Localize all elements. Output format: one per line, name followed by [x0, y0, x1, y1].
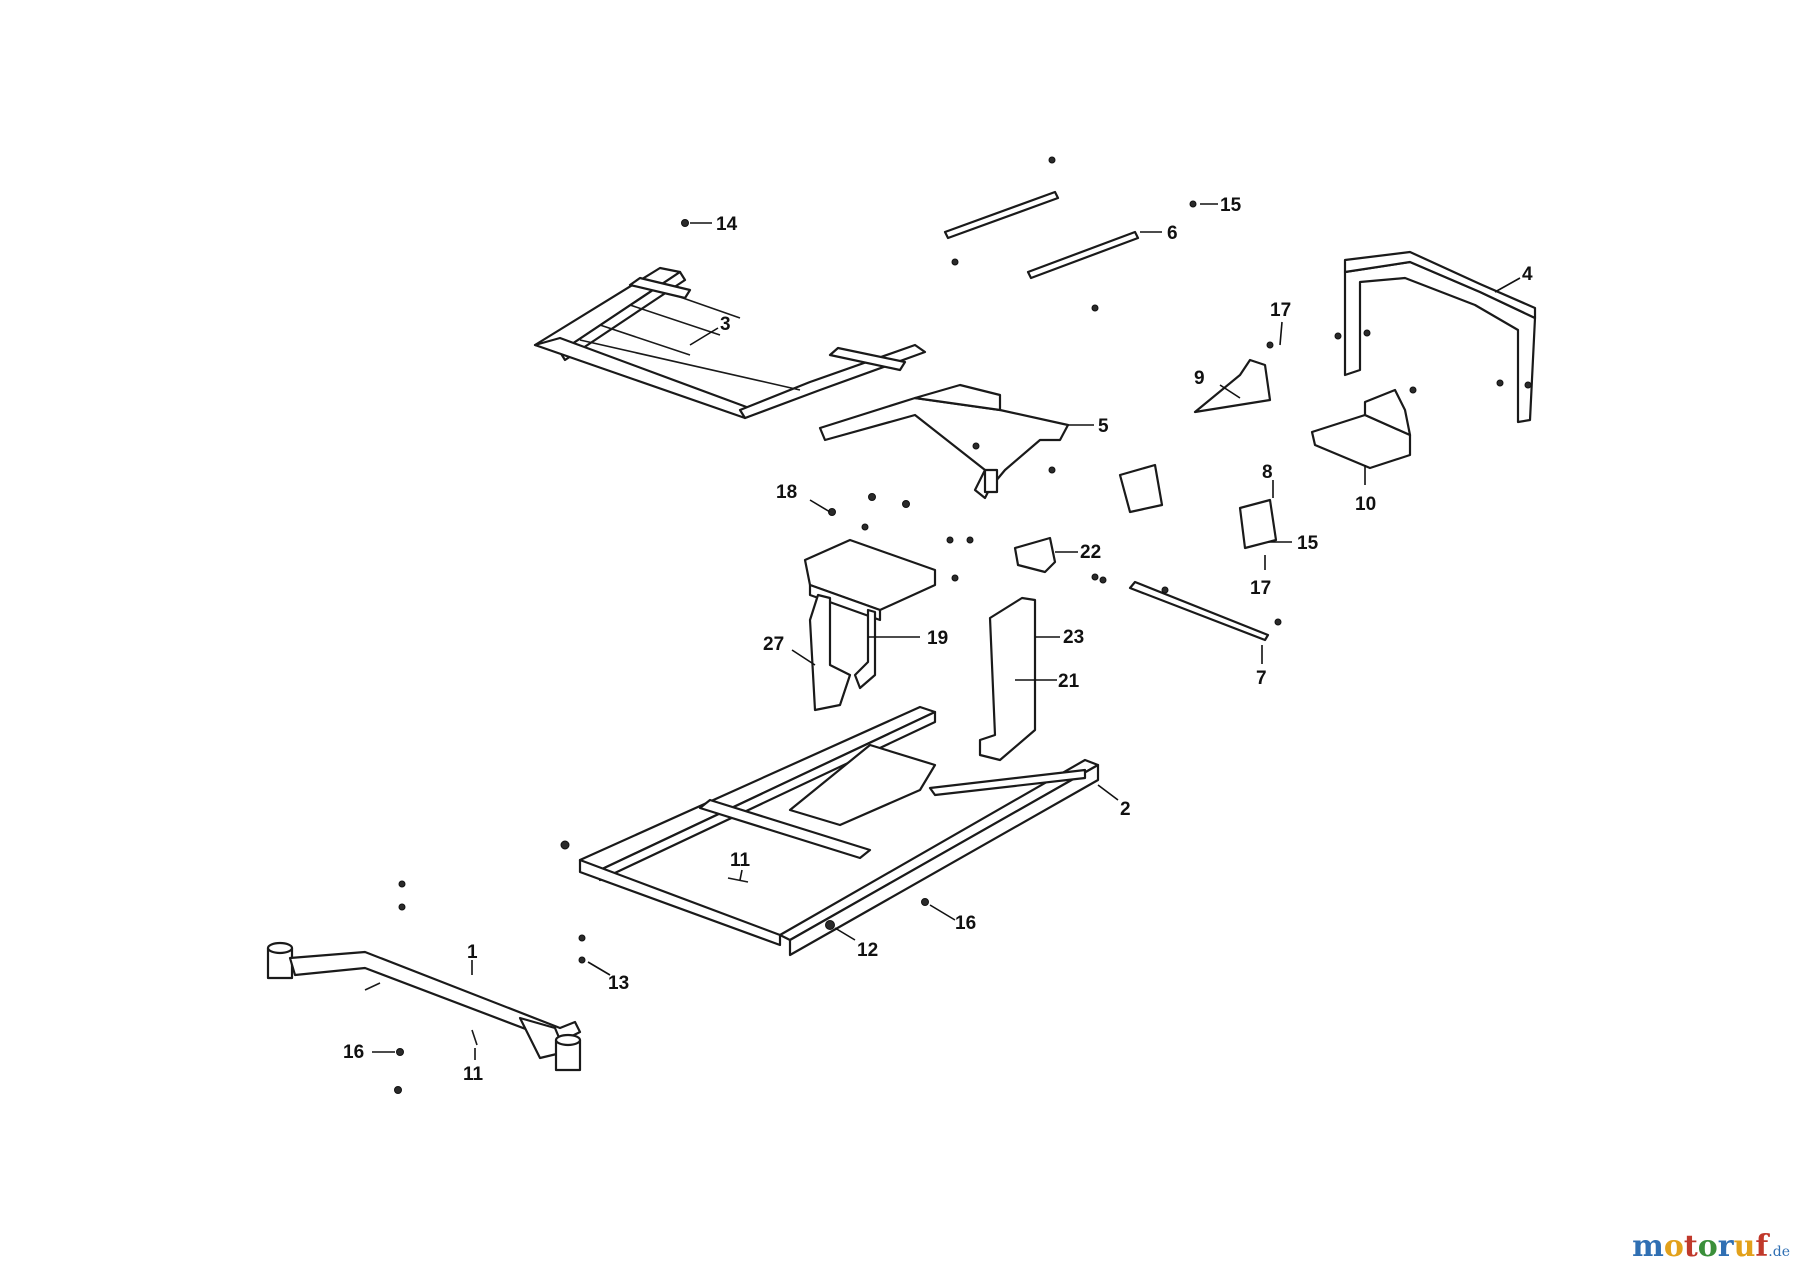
callout-label: 16 — [343, 1042, 364, 1063]
callout-label: 11 — [463, 1064, 484, 1085]
watermark-letter: u — [1733, 1229, 1756, 1264]
callout-label: 16 — [955, 913, 976, 934]
callout-label: 6 — [1167, 223, 1178, 244]
callout-label: 14 — [716, 214, 738, 235]
bracket-22 — [1013, 536, 1057, 574]
main-chassis — [578, 705, 1100, 957]
callout-label: 21 — [1058, 671, 1080, 692]
hardware — [364, 156, 1532, 1094]
callout-label: 11 — [730, 850, 751, 871]
bracket-10 — [1310, 388, 1412, 470]
callout-label: 23 — [1063, 627, 1084, 648]
cross-frame — [818, 383, 1070, 500]
strap — [1128, 580, 1270, 642]
seat-frame — [533, 266, 927, 420]
callout-label: 12 — [857, 940, 878, 961]
callout-label: 7 — [1256, 668, 1267, 689]
callout-label: 3 — [720, 314, 731, 335]
watermark-letter: o — [1663, 1229, 1684, 1264]
watermark-letter: r — [1717, 1229, 1734, 1264]
leader-lines — [372, 203, 1521, 1060]
callout-label: 13 — [608, 973, 629, 994]
callout-label: 17 — [1250, 578, 1271, 599]
callout-label: 22 — [1080, 542, 1101, 563]
watermark-letter: f — [1755, 1229, 1769, 1264]
callout-label: 4 — [1522, 264, 1533, 285]
callout-label: 9 — [1194, 368, 1205, 389]
brand-watermark: motoruf.de — [1632, 1229, 1790, 1264]
watermark-letter: o — [1697, 1229, 1718, 1264]
bracket-8 — [1118, 463, 1278, 550]
watermark-domain: .de — [1768, 1244, 1790, 1260]
callout-label: 15 — [1220, 195, 1242, 216]
bracket-9 — [1193, 358, 1272, 414]
rear-loop-frame — [1343, 250, 1537, 424]
steering-support — [803, 538, 937, 712]
watermark-brand: motoruf — [1632, 1229, 1768, 1264]
callout-label: 5 — [1098, 416, 1109, 437]
callout-label: 18 — [776, 482, 797, 503]
callout-label: 8 — [1262, 462, 1273, 483]
callout-label: 15 — [1297, 533, 1319, 554]
callout-label: 2 — [1120, 799, 1131, 820]
watermark-letter: t — [1683, 1229, 1698, 1264]
callout-label: 1 — [467, 942, 478, 963]
rail-upper — [943, 190, 1140, 280]
upright-plate — [978, 596, 1037, 762]
callout-label: 27 — [763, 634, 784, 655]
front-axle — [266, 941, 582, 1072]
callout-label: 17 — [1270, 300, 1291, 321]
watermark-letter: m — [1632, 1229, 1664, 1264]
callout-label: 10 — [1355, 494, 1376, 515]
callout-labels: 1 2 3 4 5 6 7 8 9 10 11 11 12 13 14 15 1… — [343, 195, 1533, 1085]
callout-label: 19 — [927, 628, 948, 649]
